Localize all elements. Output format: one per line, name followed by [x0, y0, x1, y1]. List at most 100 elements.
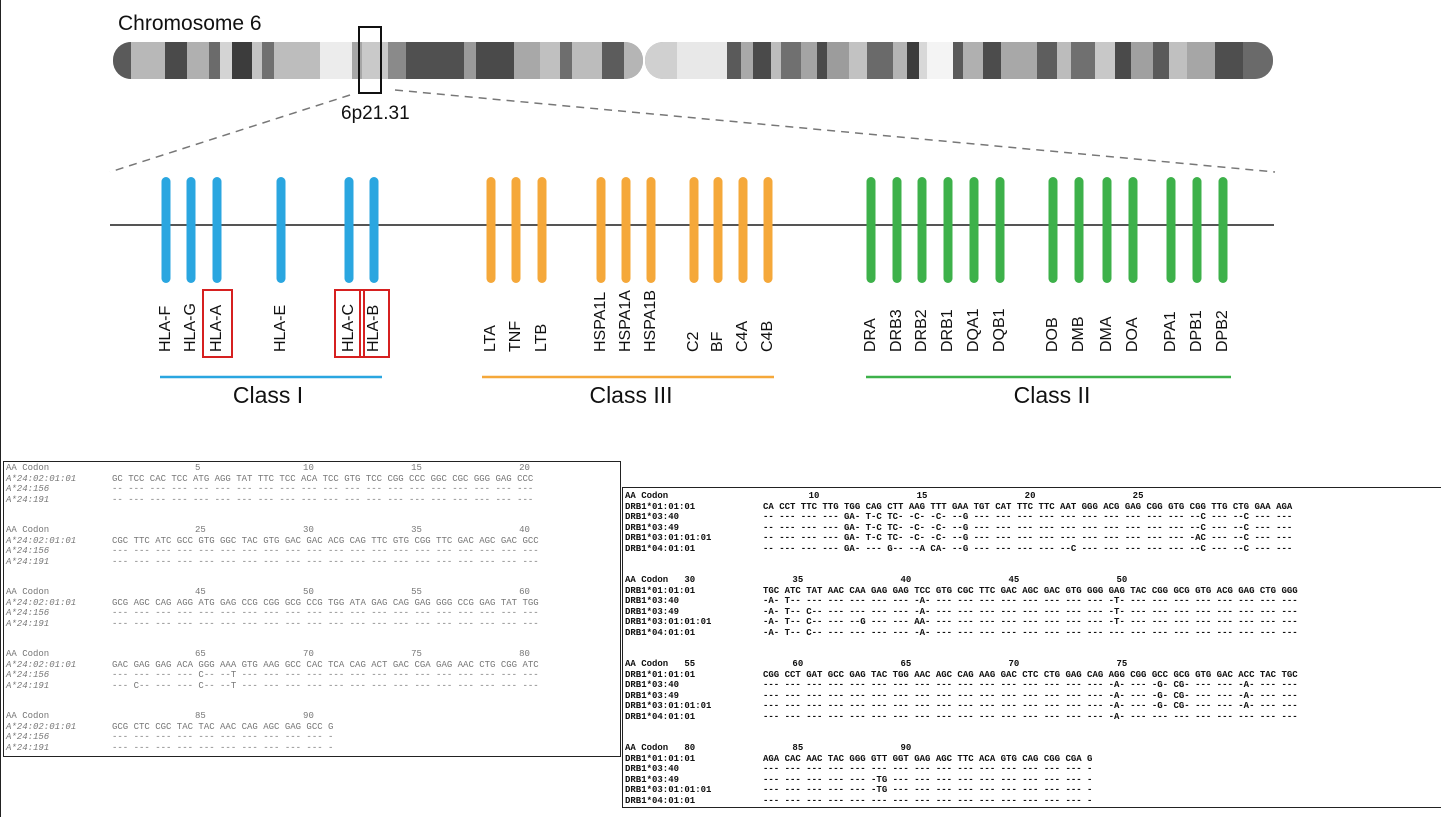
gene-label-drb3: DRB3 [888, 309, 905, 352]
gene-label-hla-e: HLA-E [272, 304, 289, 352]
gene-bar-drb1 [943, 177, 953, 283]
allele-sequence: --- --- --- --- --- --- --- --- --- --- … [112, 556, 539, 567]
allele-name: DRB1*01:01:01 [625, 585, 696, 596]
gene-bar-dra [866, 177, 876, 283]
gene-label-hla-g: HLA-G [182, 303, 199, 352]
allele-sequence: GCG CTC CGC TAC TAC AAC CAG AGC GAG GCC … [112, 721, 334, 732]
codon-header-row: AA Codon 65 70 75 80 [6, 649, 530, 659]
gene-bar-hspa1b [646, 177, 656, 283]
allele-name: A*24:191 [6, 618, 50, 629]
gene-bar-dma [1102, 177, 1112, 283]
allele-name: DRB1*03:40 [625, 680, 680, 690]
allele-name: DRB1*04:01:01 [625, 543, 696, 554]
class-label-1: Class I [232, 382, 304, 408]
gene-bar-hspa1a [621, 177, 631, 283]
gene-bar-bf [713, 177, 723, 283]
allele-sequence: --- --- --- --- C-- --T --- --- --- --- … [112, 670, 539, 680]
gene-bar-hspa1l [596, 177, 606, 283]
allele-name: DRB1*03:40 [625, 596, 680, 606]
allele-sequence: GC TCC CAC TCC ATG AGG TAT TTC TCC ACA T… [112, 473, 534, 484]
allele-name: DRB1*03:49 [625, 606, 680, 617]
gene-bar-dmb [1074, 177, 1084, 283]
gene-bar-c4a [738, 177, 748, 283]
allele-sequence: AGA CAC AAC TAC GGG GTT GGT GAG AGC TTC … [763, 753, 1093, 764]
allele-name: A*24:02:01:01 [6, 597, 77, 608]
gene-bar-doa [1128, 177, 1138, 283]
allele-sequence: CA CCT TTC TTG TGG CAG CTT AAG TTT GAA T… [763, 501, 1293, 512]
codon-header-row: AA Codon 25 30 35 40 [6, 525, 530, 535]
allele-name: DRB1*01:01:01 [625, 669, 696, 680]
chromosome-p-arm [113, 42, 643, 79]
allele-sequence: GAC GAG GAG ACA GGG AAA GTG AAG GCC CAC … [112, 659, 539, 670]
allele-sequence: -- --- --- --- GA- T-C TC- -C- -C- --G -… [763, 512, 1293, 522]
gene-bar-hla-b [369, 177, 379, 283]
allele-sequence: CGG CCT GAT GCC GAG TAC TGG AAC AGC CAG … [763, 669, 1298, 680]
gene-label-hspa1l: HSPA1L [592, 291, 609, 352]
allele-name: A*24:156 [6, 608, 50, 618]
allele-name: A*24:191 [6, 680, 50, 691]
allele-sequence: -- --- --- --- GA- T-C TC- -C- -C- --G -… [763, 533, 1293, 543]
gene-bar-hla-a [212, 177, 222, 283]
gene-bar-c2 [689, 177, 699, 283]
gene-bar-dob [1048, 177, 1058, 283]
allele-name: A*24:02:01:01 [6, 535, 77, 546]
allele-name: DRB1*04:01:01 [625, 627, 696, 638]
zoom-line-right [394, 89, 1276, 173]
allele-name: DRB1*03:01:01:01 [625, 701, 712, 711]
gene-bar-c4b [763, 177, 773, 283]
gene-label-hla-f: HLA-F [157, 305, 174, 352]
band-highlight-box [358, 26, 382, 94]
gene-label-lta: LTA [482, 325, 499, 352]
allele-sequence: --- --- --- --- --- --- --- --- --- --- … [763, 795, 1093, 806]
gene-label-c4a: C4A [734, 320, 751, 352]
gene-bar-hla-c [344, 177, 354, 283]
codon-header-row: AA Codon 30 35 40 45 50 [625, 575, 1128, 585]
allele-name: A*24:191 [6, 494, 50, 505]
allele-name: A*24:191 [6, 556, 50, 567]
gene-label-hspa1b: HSPA1B [642, 290, 659, 352]
gene-label-hspa1a: HSPA1A [617, 290, 634, 352]
gene-bar-dqa1 [969, 177, 979, 283]
allele-name: A*24:156 [6, 484, 50, 494]
allele-sequence: --- C-- --- --- C-- --T --- --- --- --- … [112, 680, 539, 691]
allele-name: A*24:156 [6, 546, 50, 556]
allele-name: A*24:02:01:01 [6, 721, 77, 732]
gene-label-doa: DOA [1124, 317, 1141, 352]
gene-bar-dqb1 [995, 177, 1005, 283]
gene-bar-hla-f [161, 177, 171, 283]
allele-sequence: --- --- --- --- --- --- --- --- --- --- … [112, 618, 539, 629]
allele-sequence: --- --- --- --- --- --- --- --- --- --- … [763, 690, 1298, 701]
codon-header-row: AA Codon 80 85 90 [625, 743, 912, 753]
allele-name: A*24:191 [6, 742, 50, 753]
gene-label-dra: DRA [862, 318, 879, 352]
gene-bar-ltb [537, 177, 547, 283]
gene-label-dpa1: DPA1 [1162, 311, 1179, 352]
codon-header-row: AA Codon 10 15 20 25 [625, 491, 1144, 501]
highlight-box-hla-a [202, 289, 233, 358]
allele-name: DRB1*04:01:01 [625, 711, 696, 722]
allele-sequence: --- --- --- --- --- --- --- --- --- --- … [763, 701, 1298, 711]
allele-name: A*24:02:01:01 [6, 659, 77, 670]
allele-sequence: TGC ATC TAT AAC CAA GAG GAG TCC GTG CGC … [763, 585, 1298, 596]
gene-bar-drb3 [892, 177, 902, 283]
allele-name: DRB1*03:01:01:01 [625, 785, 712, 795]
codon-header-row: AA Codon 85 90 [6, 711, 314, 721]
gene-bar-hla-e [276, 177, 286, 283]
allele-sequence: --- --- --- --- --- -TG --- --- --- --- … [763, 785, 1093, 795]
gene-bar-dpa1 [1166, 177, 1176, 283]
codon-header-row: AA Codon 5 10 15 20 [6, 463, 530, 473]
gene-label-ltb: LTB [533, 323, 550, 352]
allele-sequence: -- --- --- --- --- --- --- --- --- --- -… [112, 494, 534, 505]
gene-label-drb1: DRB1 [939, 309, 956, 352]
allele-sequence: --- --- --- --- --- --- --- --- --- --- … [112, 742, 334, 753]
gene-label-dma: DMA [1098, 316, 1115, 352]
allele-name: DRB1*04:01:01 [625, 795, 696, 806]
allele-name: DRB1*03:40 [625, 764, 680, 774]
left-border [0, 0, 1, 817]
gene-label-dqb1: DQB1 [991, 308, 1008, 352]
allele-sequence: --- --- --- --- --- -TG --- --- --- --- … [763, 774, 1093, 785]
allele-sequence: -A- T-- C-- --- --- --- --- -A- --- --- … [763, 606, 1298, 617]
gene-label-dmb: DMB [1070, 316, 1087, 352]
allele-name: DRB1*01:01:01 [625, 501, 696, 512]
